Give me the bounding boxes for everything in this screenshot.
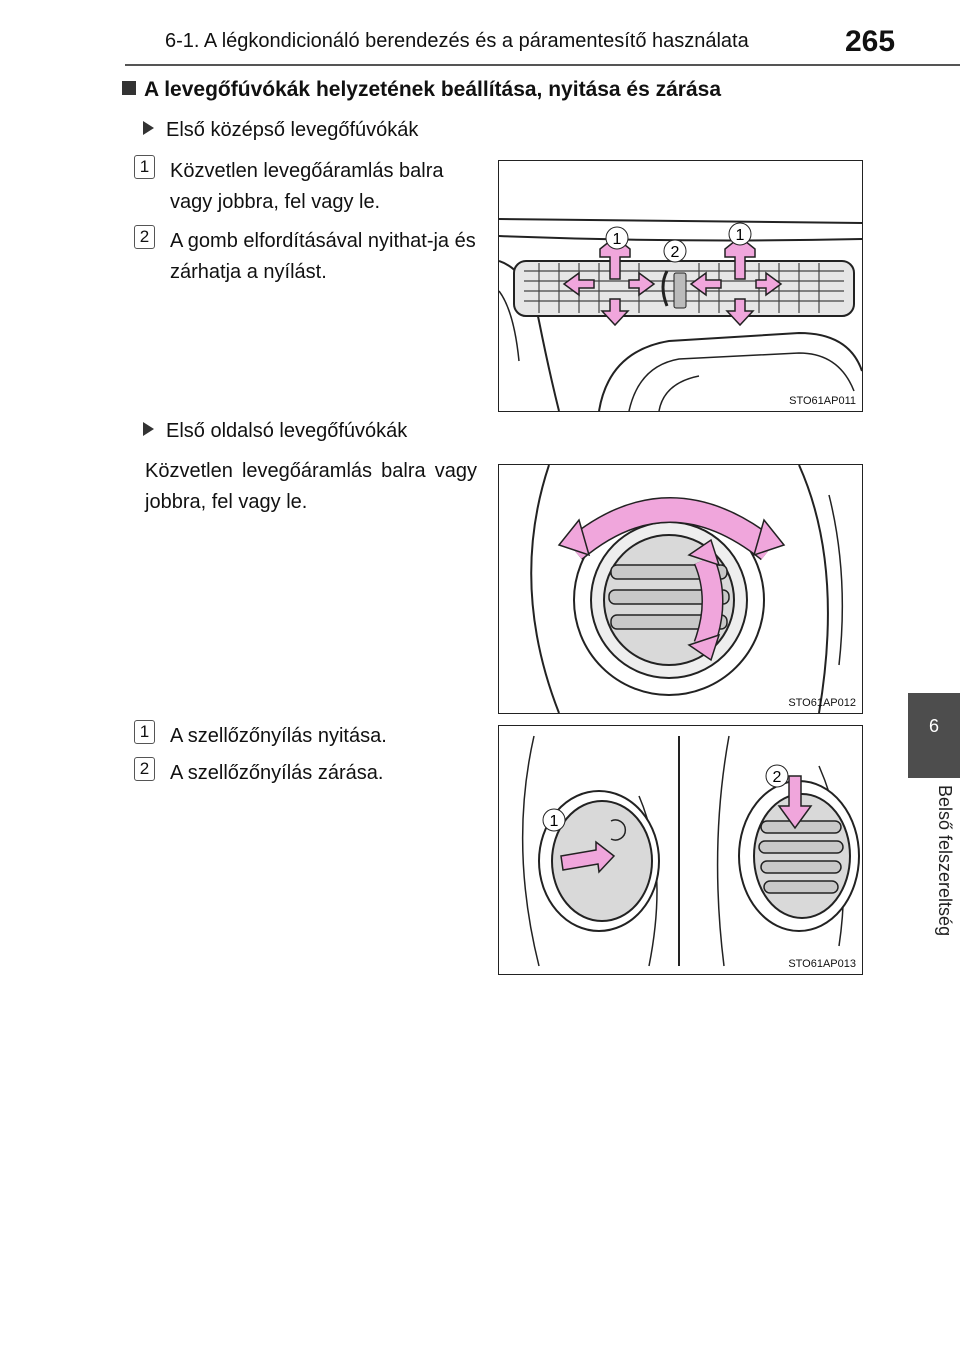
paragraph-front-side: Közvetlen levegőáramlás balra vagy jobbr… [145, 460, 477, 513]
item-text: Közvetlen levegőáramlás balra vagy jobbr… [170, 160, 444, 213]
square-bullet-icon [122, 81, 136, 95]
subheading-front-center: Első középső levegőfúvókák [143, 119, 418, 142]
subheading-text: Első középső levegőfúvókák [166, 119, 419, 141]
item-text: A gomb elfordításával nyithat-ja és zárh… [170, 230, 476, 283]
triangle-bullet-icon [143, 422, 154, 436]
chapter-tab-label: Belső felszereltség [935, 785, 955, 937]
page-number: 265 [845, 25, 896, 58]
header-rule [125, 64, 960, 66]
item-text: A szellőzőnyílás nyitása. [170, 725, 387, 747]
item-text: A szellőzőnyílás zárása. [170, 762, 384, 784]
callout-1: 1 [550, 813, 559, 830]
item-marker: 1 [134, 155, 155, 179]
figure-front-side-vent: STO61AP012 [498, 464, 863, 714]
figure-id: STO61AP013 [788, 958, 856, 970]
callout-1-left: 1 [613, 231, 622, 248]
subheading-text: Első oldalsó levegőfúvókák [166, 420, 408, 442]
callout-2: 2 [671, 244, 680, 261]
callout-1-right: 1 [736, 227, 745, 244]
chapter-tab-number: 6 [928, 716, 939, 736]
running-header: 6-1. A légkondicionáló berendezés és a p… [165, 30, 749, 52]
figure-front-center-vents: 1 2 1 STO61AP011 [498, 160, 863, 412]
callout-2: 2 [773, 769, 782, 786]
figure-id: STO61AP012 [788, 697, 856, 709]
item-marker: 2 [134, 757, 155, 781]
section-heading-text: A levegőfúvókák helyzetének beállítása, … [144, 78, 722, 101]
open-close-illustration: 1 2 [521, 735, 860, 967]
item-marker: 2 [134, 225, 155, 249]
section-heading: A levegőfúvókák helyzetének beállítása, … [122, 78, 721, 102]
item-marker: 1 [134, 720, 155, 744]
triangle-bullet-icon [143, 121, 154, 135]
chapter-tab [908, 693, 960, 778]
figure-vent-open-close: 1 2 STO61AP013 [498, 725, 863, 975]
figure-id: STO61AP011 [789, 395, 856, 407]
center-vents-illustration: 1 2 1 [499, 218, 862, 411]
subheading-front-side: Első oldalsó levegőfúvókák [143, 420, 407, 443]
side-vent-illustration [530, 465, 844, 713]
